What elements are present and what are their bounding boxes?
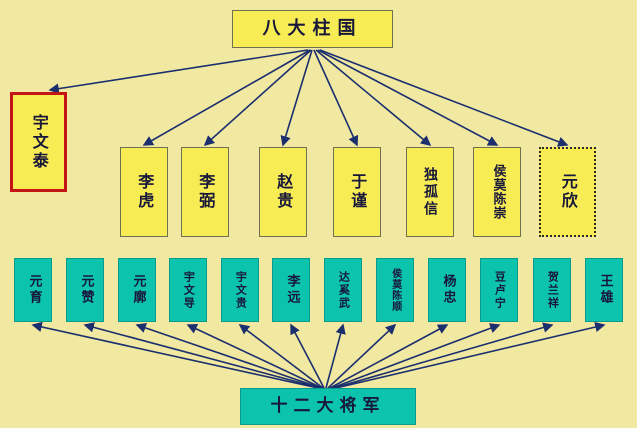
arrows-generals <box>31 321 606 389</box>
bottom-border-strip <box>0 428 637 435</box>
node-general-yuan-zan: 元赞 <box>66 258 104 322</box>
node-pillar-zhao-gui: 赵贵 <box>259 147 307 237</box>
node-twelve-generals: 十二大将军 <box>240 388 416 425</box>
node-pillar-dugu-xin: 独孤信 <box>406 147 454 237</box>
node-general-doulu-ning: 豆卢宁 <box>480 258 518 322</box>
node-general-houmo-chen-shun: 侯莫陈顺 <box>376 258 414 322</box>
node-pillar-li-bi: 李弼 <box>181 147 229 237</box>
node-pillar-yu-jin: 于谨 <box>333 147 381 237</box>
arrows-pillars <box>48 49 569 147</box>
node-pillar-yuan-xin: 元欣 <box>539 147 596 237</box>
node-pillar-houmo-chen-chong: 侯莫陈崇 <box>473 147 521 237</box>
node-general-helan-xiang: 贺兰祥 <box>533 258 571 322</box>
node-general-yuwen-gui: 宇文贵 <box>221 258 259 322</box>
node-general-yuan-yu: 元育 <box>14 258 52 322</box>
node-general-yang-zhong: 杨忠 <box>428 258 466 322</box>
node-general-yuan-kuo: 元廓 <box>118 258 156 322</box>
node-eight-pillars: 八大柱国 <box>232 10 393 48</box>
node-general-li-yuan: 李远 <box>272 258 310 322</box>
node-general-daxi-wu: 达奚武 <box>324 258 362 322</box>
node-pillar-li-hu: 李虎 <box>120 147 168 237</box>
node-yuwen-tai: 宇文泰 <box>10 92 67 192</box>
node-general-yuwen-dao: 宇文导 <box>169 258 207 322</box>
node-general-wang-xiong: 王雄 <box>585 258 623 322</box>
